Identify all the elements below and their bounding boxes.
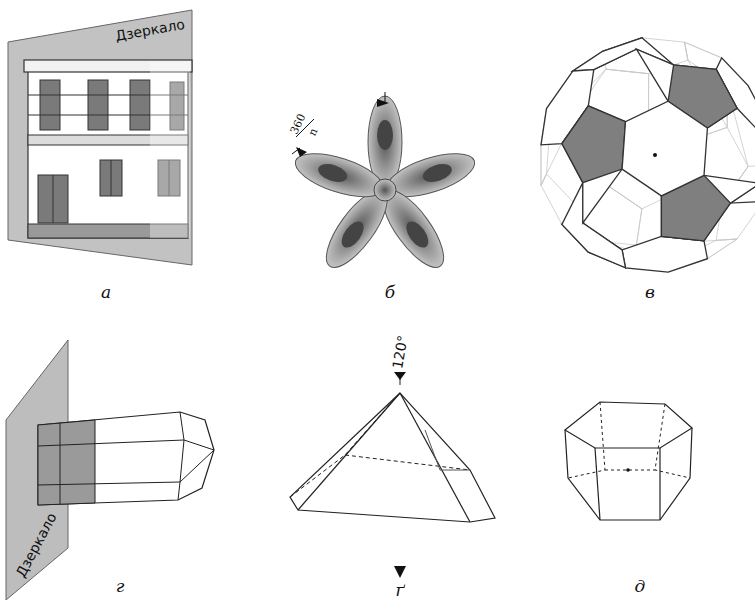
panel-letter: ґ [396, 582, 405, 599]
hexagon-face [562, 106, 626, 223]
center-dot [653, 153, 657, 157]
fullerene-ball [539, 38, 755, 272]
hexagon-face [622, 101, 707, 196]
panel-letter: г [116, 578, 125, 595]
angle-label: 120° [390, 334, 410, 370]
fraction-denominator: n [307, 126, 320, 137]
panel-letter: б [385, 284, 395, 301]
panel-letter: д [635, 578, 646, 595]
five-petal-symmetry [290, 96, 479, 276]
building-mirror [8, 10, 192, 265]
polyhedron [565, 402, 692, 520]
angle-marks [292, 92, 389, 157]
fraction-numerator: 360 [289, 112, 308, 136]
pentagon-face [562, 106, 626, 183]
trigonal-pyramid [290, 372, 495, 578]
crystal-mirror [6, 340, 214, 600]
panel-letter: а [101, 284, 111, 301]
hexagon-face [622, 236, 707, 272]
panel-letter: в [645, 284, 655, 301]
